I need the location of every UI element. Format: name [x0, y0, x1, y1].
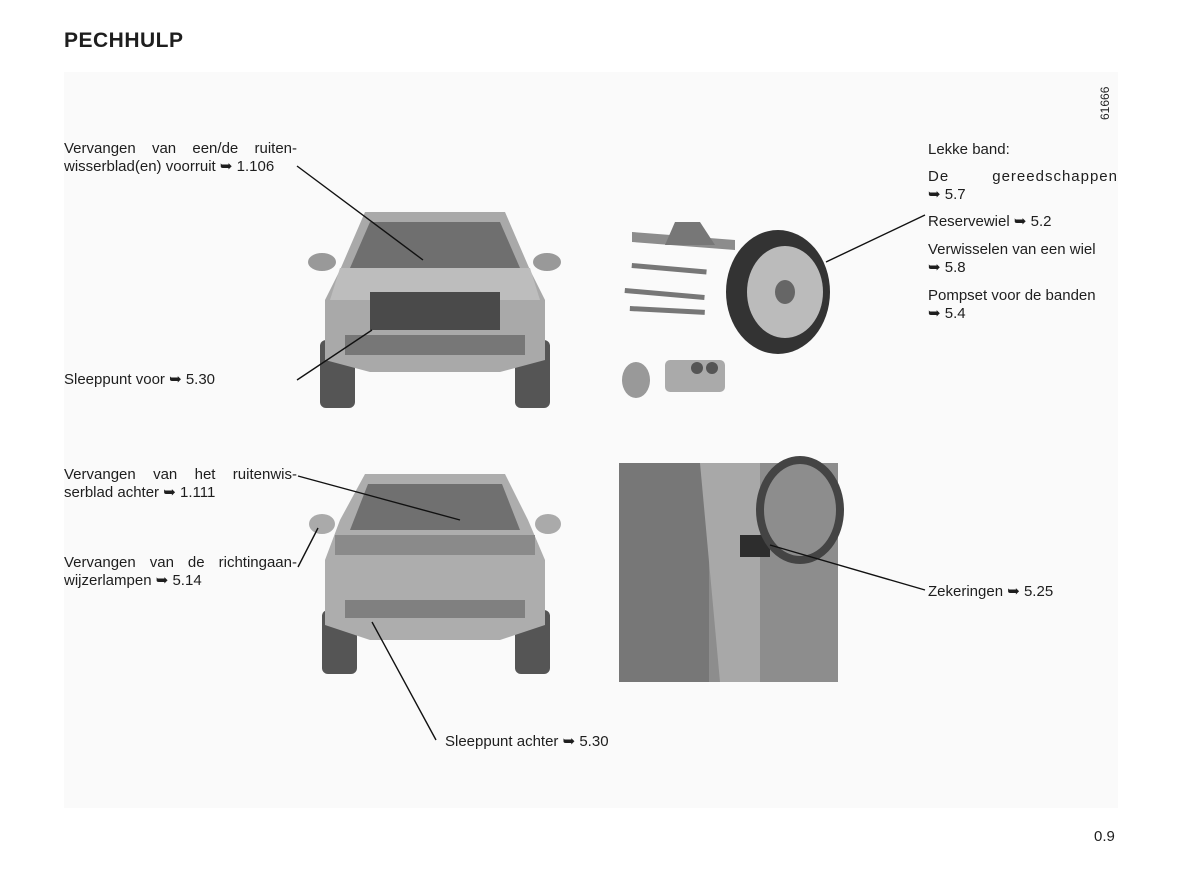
page-title: PECHHULP: [64, 29, 184, 52]
arrow-icon: ➥: [562, 733, 576, 750]
tools-illustration: [622, 222, 735, 398]
label-tow-front: Sleeppunt voor ➥ 5.30: [64, 371, 215, 389]
car-rear-illustration: [309, 474, 561, 674]
fuse-box-photo: [619, 456, 844, 682]
label-text: serblad achter: [64, 484, 160, 501]
label-indicator: Vervangen van de richtingaan-: [64, 554, 297, 572]
label-text: Vervangen van het ruitenwis-: [64, 466, 297, 483]
arrow-icon: ➥: [928, 186, 941, 203]
page-ref-link[interactable]: 5.8: [944, 259, 966, 276]
label-text: Vervangen van de richtingaan-: [64, 554, 297, 571]
page-ref-link[interactable]: 5.30: [579, 733, 609, 750]
page-ref-link[interactable]: 5.7: [944, 186, 966, 203]
page-ref-link[interactable]: 1.111: [179, 484, 216, 501]
label-wiper-front: Vervangen van een/de ruiten-: [64, 140, 297, 158]
arrow-icon: ➥: [1013, 213, 1027, 230]
page-ref-link[interactable]: 5.25: [1023, 583, 1054, 600]
label-pump-kit: Pompset voor de banden: [928, 287, 1096, 304]
label-tools-ref: ➥ 5.7: [928, 186, 966, 204]
label-tools: De gereedschappen: [928, 168, 1118, 186]
label-wiper-front-ref: wisserblad(en) voorruit ➥ 1.106: [64, 158, 274, 176]
page-ref-link[interactable]: 5.4: [944, 305, 966, 322]
arrow-icon: ➥: [928, 305, 941, 322]
label-text: wijzerlampen: [64, 572, 152, 589]
label-fuses: Zekeringen ➥ 5.25: [928, 583, 1053, 601]
label-text: Reservewiel: [928, 213, 1010, 230]
label-text: De gereedschappen: [928, 168, 1118, 185]
label-pump-kit-ref: ➥ 5.4: [928, 305, 966, 323]
label-indicator-ref: wijzerlampen ➥ 5.14: [64, 572, 202, 590]
arrow-icon: ➥: [928, 259, 941, 276]
label-text: Zekeringen: [928, 583, 1004, 600]
page-number: 0.9: [1094, 828, 1115, 845]
label-text: Vervangen van een/de ruiten-: [64, 140, 297, 157]
page-ref-link[interactable]: 5.2: [1030, 213, 1052, 230]
label-text: Sleeppunt achter: [445, 733, 559, 750]
arrow-icon: ➥: [169, 371, 182, 388]
page-ref-link[interactable]: 1.106: [236, 158, 275, 175]
leader-lines: [296, 165, 926, 741]
label-text: wisserblad(en) voorruit: [64, 158, 216, 175]
label-spare-wheel: Reservewiel ➥ 5.2: [928, 213, 1051, 231]
arrow-icon: ➥: [219, 158, 233, 175]
spare-wheel-illustration: [726, 230, 830, 354]
arrow-icon: ➥: [155, 572, 169, 589]
label-flat-tyre: Lekke band:: [928, 141, 1010, 158]
label-change-wheel-ref: ➥ 5.8: [928, 259, 966, 277]
label-text: Sleeppunt voor: [64, 371, 165, 388]
label-change-wheel: Verwisselen van een wiel: [928, 241, 1096, 258]
figure-code: 61666: [1098, 86, 1112, 120]
arrow-icon: ➥: [1007, 583, 1020, 600]
label-wiper-rear-ref: serblad achter ➥ 1.111: [64, 484, 215, 502]
car-front-illustration: [308, 212, 561, 408]
arrow-icon: ➥: [163, 484, 176, 501]
page-ref-link[interactable]: 5.14: [172, 572, 202, 589]
label-tow-rear: Sleeppunt achter ➥ 5.30: [445, 733, 609, 751]
label-wiper-rear: Vervangen van het ruitenwis-: [64, 466, 297, 484]
page-ref-link[interactable]: 5.30: [185, 371, 216, 388]
illustration-panel: [64, 72, 1118, 808]
